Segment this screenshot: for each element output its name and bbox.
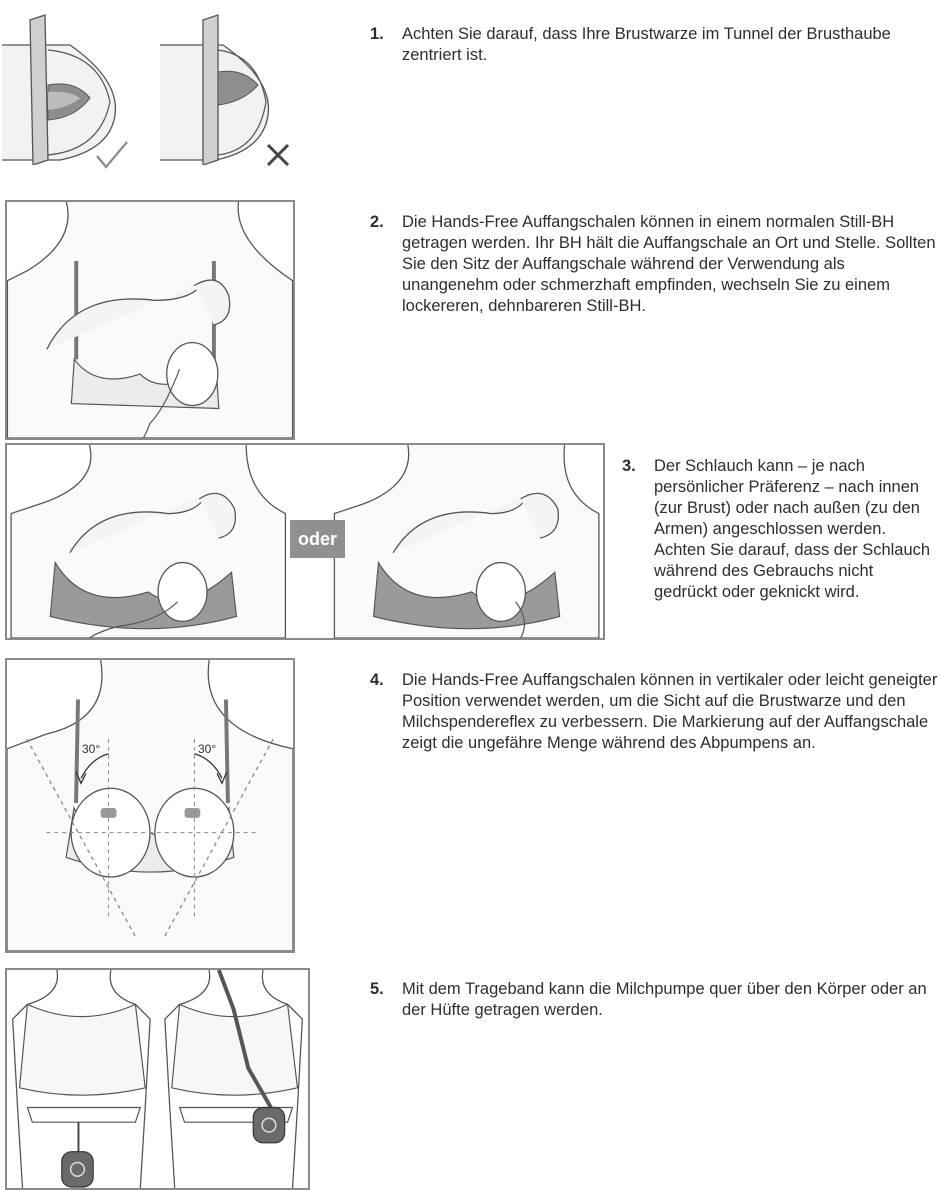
figure-crossbody-carry	[165, 970, 302, 1188]
oder-label: oder	[290, 520, 345, 558]
angle-label-left: 30°	[82, 742, 100, 756]
step-2: 2. Die Hands-Free Auffangschalen können …	[370, 212, 940, 317]
step-number: 2.	[370, 212, 402, 233]
checkmark-icon	[95, 140, 129, 170]
step-3: 3. Der Schlauch kann – je nach persönlic…	[622, 456, 940, 603]
illustration-tilt-angle	[5, 658, 295, 953]
figure-tube-inward	[11, 445, 285, 638]
angle-label-right: 30°	[198, 742, 216, 756]
figure-tube-outward	[334, 445, 599, 638]
step-text: Die Hands-Free Auffangschalen können in …	[402, 670, 940, 754]
step-5: 5. Mit dem Trageband kann die Milchpumpe…	[370, 979, 940, 1021]
step-number: 4.	[370, 670, 402, 691]
step-text: Mit dem Trageband kann die Milchpumpe qu…	[402, 979, 940, 1021]
step-number: 3.	[622, 456, 654, 477]
illustration-nipple-off-center-incorrect	[158, 10, 273, 165]
step-text: Die Hands-Free Auffangschalen können in …	[402, 212, 940, 317]
illustration-bra-placement	[5, 200, 295, 440]
step-text: Der Schlauch kann – je nach persönlicher…	[654, 456, 940, 603]
illustration-carrying-strap	[5, 968, 310, 1190]
cross-icon	[265, 142, 291, 168]
step-text: Achten Sie darauf, dass Ihre Brustwarze …	[402, 24, 940, 66]
step-4: 4. Die Hands-Free Auffangschalen können …	[370, 670, 940, 754]
step-number: 5.	[370, 979, 402, 1000]
figure-hip-carry	[13, 970, 150, 1188]
step-1: 1. Achten Sie darauf, dass Ihre Brustwar…	[370, 24, 940, 66]
step-number: 1.	[370, 24, 402, 45]
